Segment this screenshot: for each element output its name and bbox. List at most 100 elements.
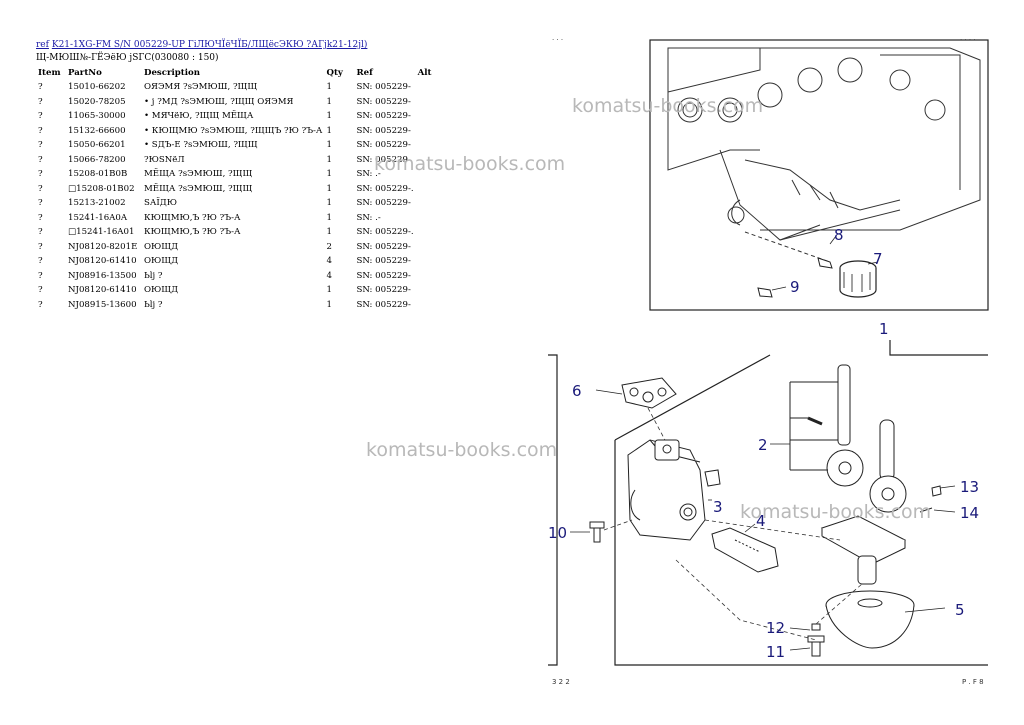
- callout-10: 10: [548, 524, 567, 542]
- corner-mark-right: . . . .: [960, 34, 976, 42]
- cell-partno: 15208-01B0B: [68, 169, 128, 180]
- col-partno: PartNo: [68, 68, 102, 78]
- cell-ref: SN: 005229-: [356, 96, 411, 107]
- cell-item: ?: [38, 299, 43, 310]
- gear-drawing: [807, 364, 907, 513]
- cell-description: SАЇДЮ: [144, 198, 178, 209]
- cell-partno: 15132-66600: [68, 125, 126, 136]
- cell-item: ?: [38, 285, 43, 296]
- col-qty: Qty: [326, 68, 343, 78]
- cell-description: КЮЩМЮ,Ъ ?Ю ?Ъ-А: [144, 212, 241, 223]
- cell-ref: SN: 005229-: [356, 270, 411, 281]
- oil-filter-drawing: [839, 260, 877, 298]
- cell-qty: 1: [326, 299, 332, 310]
- cell-partno: 15213-21002: [68, 198, 126, 209]
- cell-description: КЮЩМЮ,Ъ ?Ю ?Ъ-А: [144, 227, 241, 238]
- cell-qty: 1: [326, 140, 332, 151]
- cell-ref: SN: 005229-: [356, 125, 411, 136]
- title-link[interactable]: K21-1XG-FM S/N 005229-UP ГiЛЮЧЇёЧЇБ/ЛЩёс…: [51, 40, 368, 50]
- cell-qty: 1: [326, 198, 332, 209]
- cell-partno: □15241-16A01: [68, 227, 135, 238]
- cell-description: МЁЩА ?sЭМЮШ, ?ЩЩ: [144, 169, 253, 180]
- cell-partno: NJ08916-13500: [68, 270, 137, 281]
- strainer-drawing: [825, 590, 915, 649]
- col-description: Description: [144, 68, 201, 78]
- cell-partno: 11065-30000: [68, 111, 126, 122]
- table-row: ? □15241-16A01 КЮЩМЮ,Ъ ?Ю ?Ъ-А 1 SN: 005229-…: [36, 225, 440, 240]
- cell-partno: 15066-78200: [68, 154, 126, 165]
- cell-item: ?: [38, 227, 43, 238]
- cell-qty: 1: [326, 212, 332, 223]
- cell-partno: 15050-66201: [68, 140, 126, 151]
- cell-description: ОЮЩД: [144, 256, 179, 267]
- corner-mark-left: . . .: [552, 34, 563, 42]
- cell-item: ?: [38, 212, 43, 223]
- cell-item: ?: [38, 198, 43, 209]
- callout-4: 4: [756, 512, 766, 530]
- callout-2: 2: [758, 436, 768, 454]
- cell-item: ?: [38, 270, 43, 281]
- cell-description: ОЮЩД: [144, 285, 179, 296]
- cell-qty: 1: [326, 111, 332, 122]
- cell-description: ?ЮSNёЛ: [144, 154, 185, 165]
- callout-6: 6: [572, 382, 582, 400]
- cell-partno: □15208-01B02: [68, 183, 135, 194]
- callout-8: 8: [834, 226, 844, 244]
- callout-14: 14: [960, 504, 979, 522]
- callout-3: 3: [713, 498, 723, 516]
- ref-link[interactable]: ref: [36, 40, 49, 50]
- cell-description: • j ?МД ?sЭМЮШ, ?ЩЩ ОЯЭМЯ: [144, 96, 294, 107]
- cell-ref: SN: 005229-.: [356, 183, 414, 194]
- cell-ref: SN: 005229-: [356, 256, 411, 267]
- cell-partno: NJ08120-61410: [68, 256, 137, 267]
- cell-item: ?: [38, 125, 43, 136]
- cell-ref: SN: 005229-: [356, 299, 411, 310]
- cell-item: ?: [38, 256, 43, 267]
- cell-partno: 15010-66202: [68, 82, 126, 93]
- table-row: ? 15066-78200 ?ЮSNёЛ 1 SN: 005229-: [36, 153, 440, 168]
- page-subtitle: Щ-МЮШ№-ГЁЭёЮ jSГС(030080 : 150): [36, 53, 219, 63]
- table-row: ? NJ08120-61410 ОЮЩД 4 SN: 005229-: [36, 254, 440, 269]
- cell-partno: 15020-78205: [68, 96, 126, 107]
- col-ref: Ref: [356, 68, 373, 78]
- cell-qty: 1: [326, 183, 332, 194]
- bolts-drawing: [589, 521, 825, 657]
- cell-description: ОЯЭМЯ ?sЭМЮШ, ?ЩЩ: [144, 82, 258, 93]
- cell-ref: SN: 005229-: [356, 140, 411, 151]
- cell-qty: 1: [326, 96, 332, 107]
- watermark: komatsu-books.com: [572, 95, 763, 117]
- cover-plate-drawing: [820, 485, 942, 585]
- callout-11: 11: [766, 643, 785, 661]
- cell-item: ?: [38, 169, 43, 180]
- cell-qty: 1: [326, 285, 332, 296]
- callout-5: 5: [955, 601, 965, 619]
- col-item: Item: [38, 68, 61, 78]
- engine-block-drawing: [667, 47, 981, 263]
- fitting-drawing: [757, 257, 833, 298]
- cell-qty: 1: [326, 227, 332, 238]
- page-number-right: P . F 8: [962, 678, 984, 686]
- cell-item: ?: [38, 154, 43, 165]
- cell-item: ?: [38, 241, 43, 252]
- watermark: komatsu-books.com: [374, 153, 565, 175]
- oil-pump-body-drawing: [627, 439, 706, 541]
- cell-partno: 15241-16A0A: [68, 212, 128, 223]
- cell-description: МЁЩА ?sЭМЮШ, ?ЩЩ: [144, 183, 253, 194]
- watermark: komatsu-books.com: [366, 439, 557, 461]
- cell-qty: 2: [326, 241, 332, 252]
- leader-lines: [570, 235, 956, 651]
- cell-ref: SN: 005229-.: [356, 227, 414, 238]
- cell-qty: 1: [326, 154, 332, 165]
- cell-qty: 4: [326, 256, 332, 267]
- cell-ref: SN: 005229-: [356, 154, 411, 165]
- cell-partno: NJ08120-61410: [68, 285, 137, 296]
- callout-13: 13: [960, 478, 979, 496]
